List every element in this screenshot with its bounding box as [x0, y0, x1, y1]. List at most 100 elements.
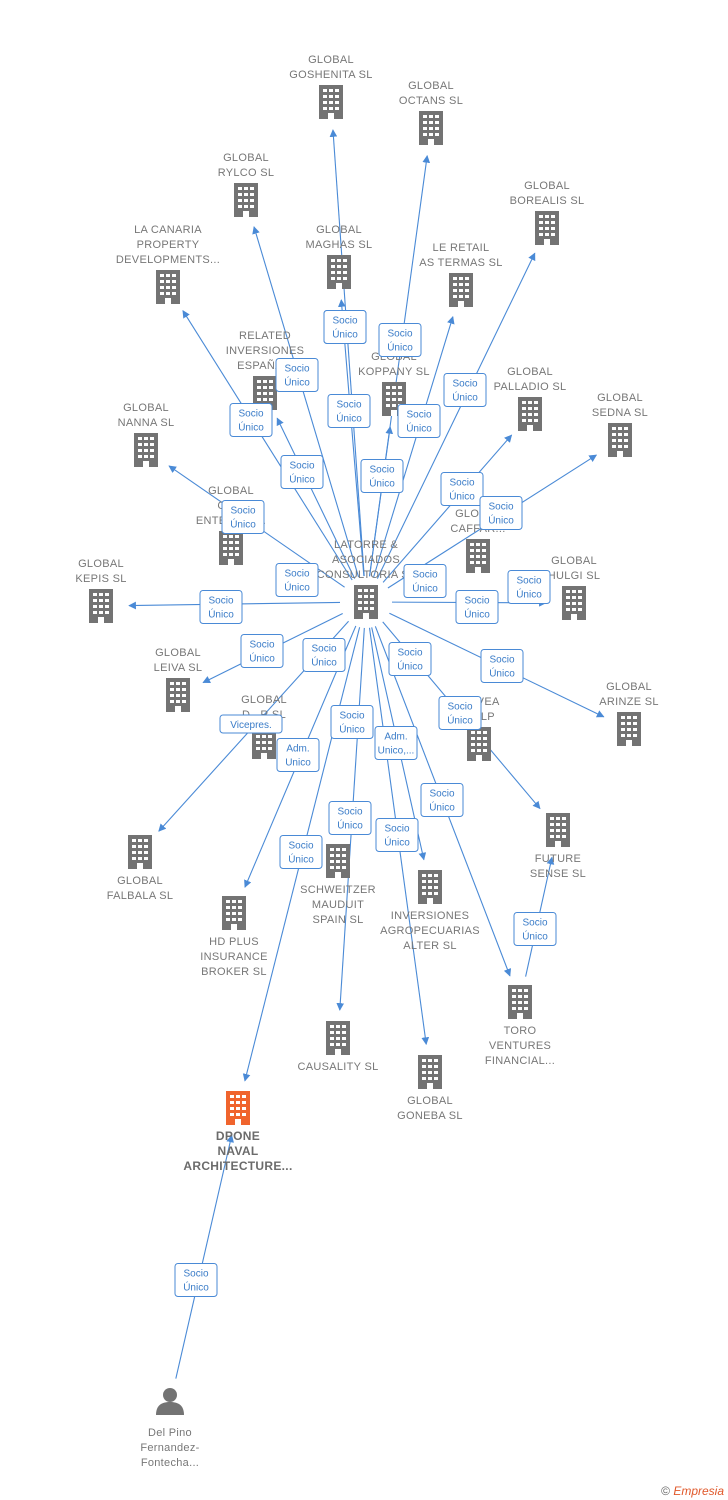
relation-badge[interactable]: Vicepres. [219, 714, 283, 734]
relation-badge-text: Socio [336, 400, 361, 411]
node-label: AGROPECUARIAS [380, 925, 480, 937]
node-label: GOSHENITA SL [289, 69, 372, 81]
person-icon [156, 1388, 184, 1415]
building-icon [418, 1055, 442, 1089]
node-label: GLOBAL [155, 647, 201, 659]
node-lacanaria[interactable]: LA CANARIAPROPERTYDEVELOPMENTS... [116, 224, 220, 304]
relation-badge-text: Adm. [286, 744, 309, 755]
relation-badge-text: Unico [285, 758, 311, 769]
node-label: CONSULTORIA SL [317, 569, 416, 581]
node-label: HD PLUS [209, 936, 259, 948]
node-label: FINANCIAL... [485, 1055, 555, 1067]
relation-badge-text: Único [429, 801, 455, 814]
node-label: GLOBAL [117, 875, 163, 887]
relation-badge-text: Único [284, 376, 310, 389]
relation-badge[interactable]: Adm.Unico,... [374, 726, 418, 760]
relation-badge-text: Único [522, 930, 548, 943]
relation-badge-text: Único [230, 518, 256, 531]
relation-badge-text: Único [489, 667, 515, 680]
node-related[interactable]: RELATEDINVERSIONESESPAÑA... [226, 330, 305, 410]
node-label: NAVAL [217, 1144, 258, 1158]
relation-badge-text: Único [249, 652, 275, 665]
building-icon [617, 712, 641, 746]
building-icon [608, 423, 632, 457]
building-icon [166, 678, 190, 712]
node-dpone[interactable]: DPONENAVALARCHITECTURE... [183, 1091, 292, 1173]
node-label: FUTURE [535, 853, 581, 865]
node-label: DPONE [216, 1129, 260, 1143]
node-label: GLOBAL [316, 224, 362, 236]
node-label: GLOBAL [597, 392, 643, 404]
relation-badge-text: Socio [230, 506, 255, 517]
node-label: CAUSALITY SL [297, 1061, 378, 1073]
node-label: GLOBAL [407, 1095, 453, 1107]
relation-badge-text: Socio [249, 640, 274, 651]
edge-latorre-to-koppany [369, 425, 394, 577]
edge-latorre-to-leretail [373, 316, 455, 578]
node-delpino[interactable]: Del PinoFernandez-Fontecha... [140, 1388, 199, 1469]
relation-badge-text: Socio [489, 655, 514, 666]
relation-badge-text: Socio [284, 364, 309, 375]
node-toro[interactable]: TOROVENTURESFINANCIAL... [485, 985, 555, 1067]
node-causality[interactable]: CAUSALITY SL [297, 1021, 378, 1073]
relation-badge-text: Único [447, 714, 473, 727]
relation-badge-text: Socio [369, 465, 394, 476]
building-icon [418, 870, 442, 904]
node-label: ARCHITECTURE... [183, 1159, 292, 1173]
relation-badge-text: Único [464, 608, 490, 621]
relation-badge-text: Socio [289, 461, 314, 472]
relation-badge[interactable]: Adm. Unico [276, 738, 320, 772]
node-label: INVERSIONES [391, 910, 470, 922]
